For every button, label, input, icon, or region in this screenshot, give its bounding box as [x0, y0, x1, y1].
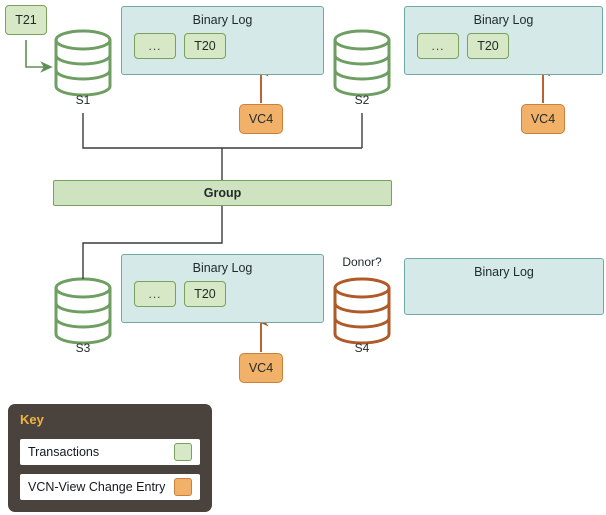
view-change-entry-s1: VC4	[239, 104, 283, 134]
binary-log-entries-s3: ... T20	[134, 281, 226, 307]
donor-question-label: Donor?	[342, 255, 382, 269]
key-swatch-vcn-icon	[174, 478, 192, 496]
key-title: Key	[20, 412, 44, 427]
view-change-entry-s2: VC4	[521, 104, 565, 134]
key-item-label: Transactions	[28, 445, 100, 459]
server-cylinder-s3	[54, 277, 112, 345]
key-item-transactions: Transactions	[20, 439, 200, 465]
connector-t21-to-s1	[25, 40, 53, 73]
server-label-s2: S2	[354, 93, 370, 107]
binlog-entry-chip: T20	[184, 33, 226, 59]
binary-log-title-s4: Binary Log	[474, 265, 534, 279]
key-item-vcn: VCN-View Change Entry	[20, 474, 200, 500]
server-cylinder-s4	[333, 277, 391, 345]
binlog-entry-chip: T20	[184, 281, 226, 307]
binlog-entry-chip: T20	[467, 33, 509, 59]
incoming-transaction-t21: T21	[5, 5, 47, 35]
binary-log-entries-s1: ... T20	[134, 33, 226, 59]
key-swatch-transactions-icon	[174, 443, 192, 461]
connector-s1-to-group	[82, 113, 362, 149]
key-legend-box: Key Transactions VCN-View Change Entry	[8, 404, 212, 512]
server-label-s4: S4	[354, 341, 370, 355]
binlog-entry-chip: ...	[134, 281, 176, 307]
binary-log-entries-s2: ... T20	[417, 33, 509, 59]
server-label-s3: S3	[75, 341, 91, 355]
binlog-entry-chip: ...	[134, 33, 176, 59]
key-item-label: VCN-View Change Entry	[28, 480, 166, 494]
binary-log-panel-s4: Binary Log	[404, 258, 604, 315]
server-cylinder-s1	[54, 29, 112, 97]
binlog-entry-chip: ...	[417, 33, 459, 59]
view-change-entry-s3: VC4	[239, 353, 283, 383]
binary-log-title-s1: Binary Log	[192, 13, 253, 27]
binary-log-title-s2: Binary Log	[473, 13, 534, 27]
binary-log-title-s3: Binary Log	[192, 261, 253, 275]
server-label-s1: S1	[75, 93, 91, 107]
server-cylinder-s2	[333, 29, 391, 97]
binary-log-panel-s1: Binary Log ... T20	[121, 6, 324, 75]
binary-log-panel-s2: Binary Log ... T20	[404, 6, 603, 75]
group-bar: Group	[53, 180, 392, 206]
binary-log-panel-s3: Binary Log ... T20	[121, 254, 324, 323]
